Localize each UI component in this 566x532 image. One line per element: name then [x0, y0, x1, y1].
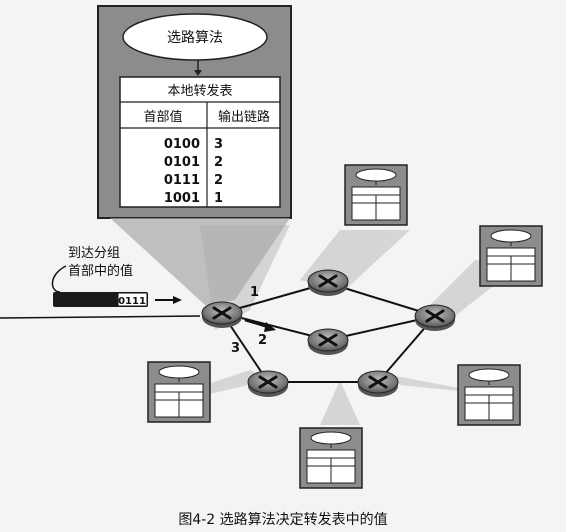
mini-table-icon — [299, 427, 363, 489]
link-label-1: 1 — [250, 285, 259, 300]
packet: 0111 — [53, 292, 148, 307]
row-header-value: 0111 — [164, 173, 200, 188]
router-icon — [246, 369, 290, 399]
router-icon — [413, 303, 457, 333]
label-pointer — [51, 265, 67, 293]
row-header-value: 0100 — [164, 137, 200, 152]
row-header-value: 0101 — [164, 155, 200, 170]
routing-box: 选路算法 本地转发表 首部值 输出链路 0100 3 0101 2 0111 2… — [97, 5, 292, 305]
routing-box-beam — [110, 218, 290, 305]
table-title: 本地转发表 — [167, 83, 232, 99]
packet-header-box — [117, 292, 148, 307]
forwarding-table — [119, 76, 281, 208]
router-icon — [200, 300, 244, 330]
header-col2: 输出链路 — [218, 109, 270, 125]
link-label-2: 2 — [258, 333, 267, 348]
header-col1: 首部值 — [143, 109, 182, 125]
arrival-label-line2: 首部中的值 — [68, 263, 133, 279]
mini-table-icon — [479, 225, 543, 287]
mini-table-icon — [457, 364, 521, 426]
arrival-label-line1: 到达分组 — [68, 246, 120, 261]
packet-header-value: 0111 — [118, 296, 146, 307]
link-label-3: 3 — [231, 341, 240, 356]
output-arrow — [244, 318, 269, 329]
incoming-link — [0, 315, 201, 319]
router-icon — [306, 327, 350, 357]
table-rows: 0100 3 0101 2 0111 2 1001 1 — [164, 137, 223, 206]
router-icon — [356, 369, 400, 399]
mini-table-icon — [147, 361, 211, 423]
router-icon — [306, 268, 350, 298]
row-output-link: 2 — [214, 155, 223, 170]
figure-caption: 图4-2 选路算法决定转发表中的值 — [178, 512, 387, 528]
row-output-link: 2 — [214, 173, 223, 188]
algorithm-label: 选路算法 — [167, 30, 223, 46]
row-output-link: 1 — [214, 191, 223, 206]
row-output-link: 3 — [214, 137, 223, 152]
algorithm-ellipse — [122, 13, 268, 61]
row-header-value: 1001 — [164, 191, 200, 206]
mini-table-icon — [344, 164, 408, 226]
